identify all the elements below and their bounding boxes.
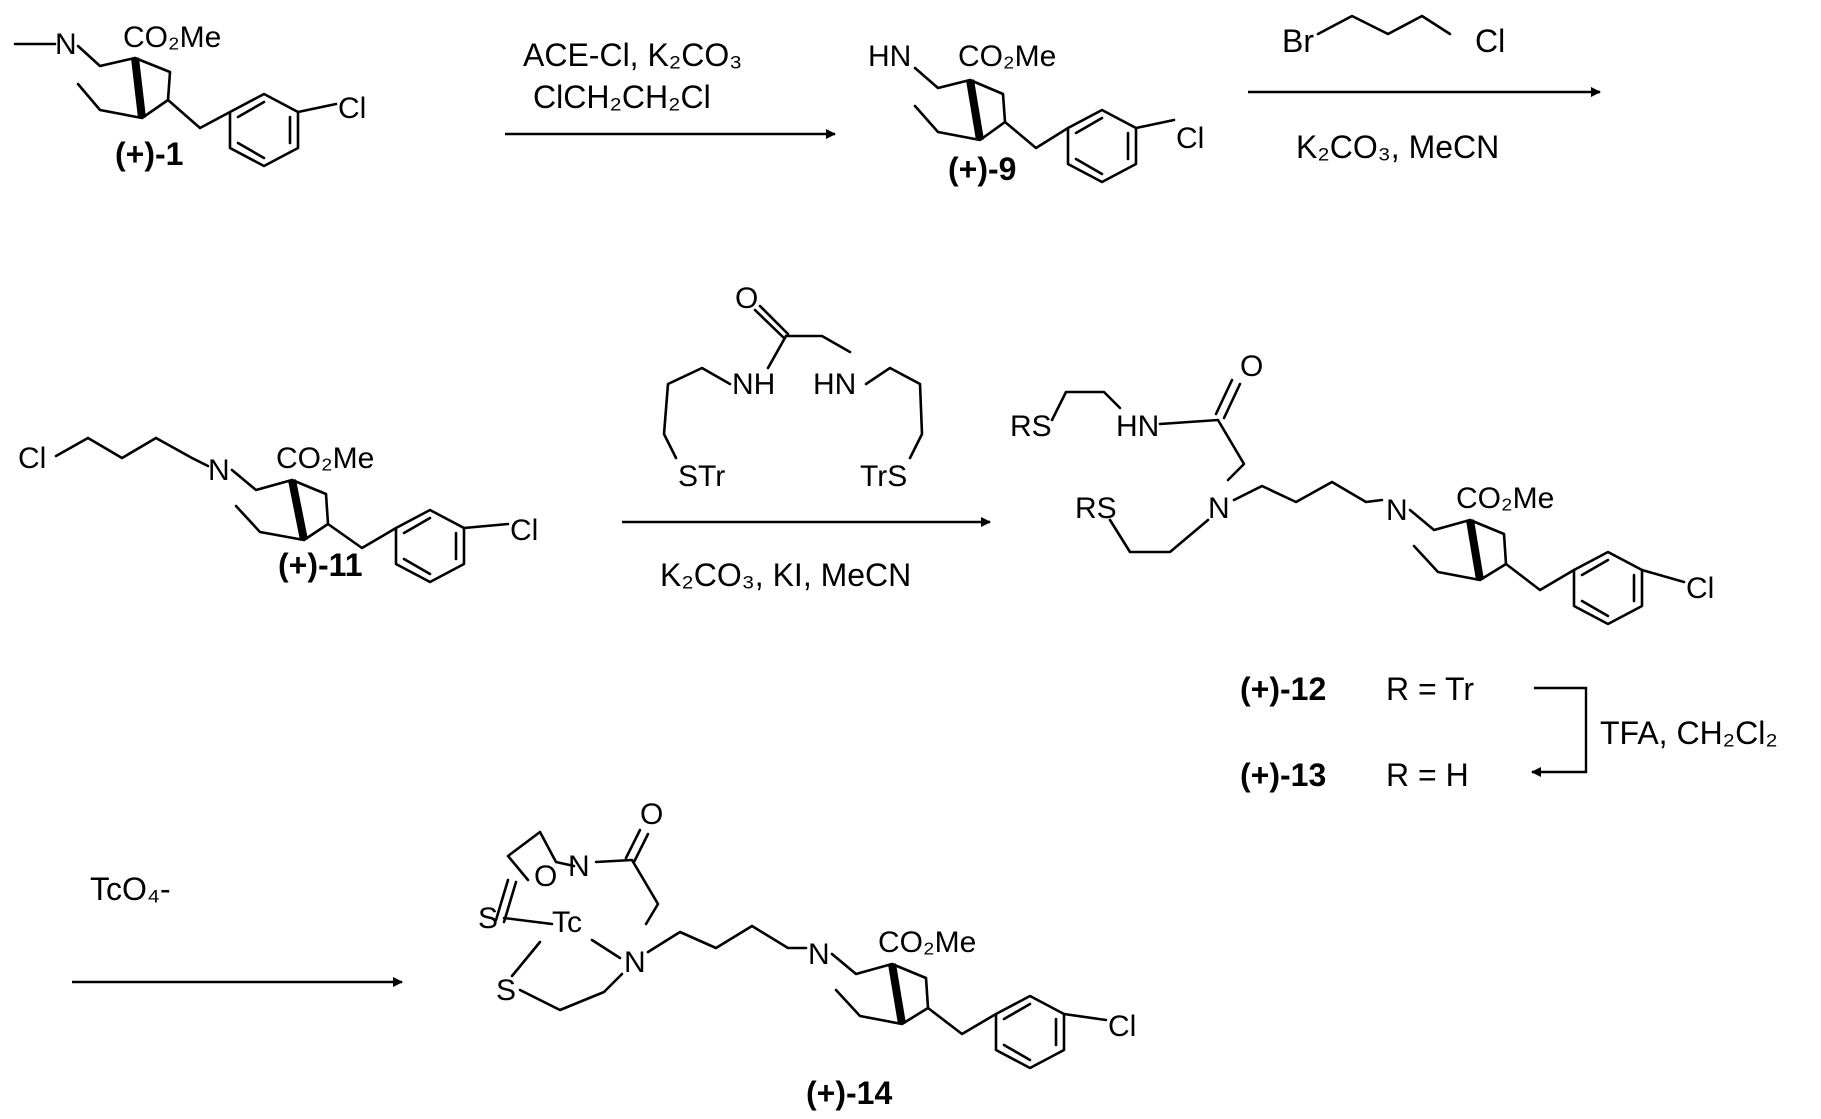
atom-cl: Cl bbox=[338, 92, 366, 125]
atom-n: N bbox=[208, 454, 230, 487]
atom-n: N bbox=[808, 938, 830, 971]
atom-cl: Cl bbox=[1686, 572, 1714, 605]
step2-cl: Cl bbox=[1475, 23, 1505, 59]
atom-o: O bbox=[640, 798, 663, 831]
atom-co2me: CO₂Me bbox=[276, 442, 374, 475]
reagent-nh: NH bbox=[732, 368, 775, 401]
atom-s: S bbox=[478, 902, 498, 935]
step3-conditions: K₂CO₃, KI, MeCN bbox=[660, 557, 911, 593]
step1: ACE-Cl, K₂CO₃ ClCH₂CH₂Cl bbox=[505, 37, 835, 134]
atom-rs: RS bbox=[1010, 410, 1052, 443]
atom-co2me: CO₂Me bbox=[123, 21, 221, 54]
atom-cl: Cl bbox=[1108, 1010, 1136, 1043]
atom-co2me: CO₂Me bbox=[958, 40, 1056, 73]
compound-12-label: (+)-12 bbox=[1240, 671, 1326, 707]
step2-conditions: K₂CO₃, MeCN bbox=[1296, 129, 1499, 165]
compound-13-r: R = H bbox=[1386, 757, 1469, 793]
reagent-trs: TrS bbox=[860, 460, 907, 493]
atom-co2me: CO₂Me bbox=[1456, 482, 1554, 515]
atom-hn: HN bbox=[868, 40, 911, 73]
compound-9: HN CO₂Me Cl (+)-9 bbox=[868, 40, 1204, 187]
compound-11-label: (+)-11 bbox=[278, 547, 362, 583]
reagent-hn: HN bbox=[813, 368, 856, 401]
atom-tc: Tc bbox=[552, 906, 582, 939]
atom-n: N bbox=[1208, 492, 1230, 525]
compound-12-r: R = Tr bbox=[1386, 671, 1474, 707]
compound-1: N CO₂Me Cl (+)-1 bbox=[15, 21, 366, 172]
step3: O NH HN STr TrS K₂CO₃, KI, MeCN bbox=[622, 282, 990, 593]
step5: TcO₄- bbox=[72, 871, 402, 982]
atom-co2me: CO₂Me bbox=[878, 926, 976, 959]
atom-n: N bbox=[568, 850, 590, 883]
atom-o: O bbox=[1240, 350, 1263, 383]
compound-9-label: (+)-9 bbox=[948, 151, 1016, 187]
step2: Br Cl K₂CO₃, MeCN bbox=[1248, 16, 1600, 165]
step2-br: Br bbox=[1282, 23, 1314, 59]
step4: TFA, CH₂Cl₂ bbox=[1532, 688, 1778, 772]
atom-cl: Cl bbox=[18, 442, 46, 475]
atom-n: N bbox=[55, 28, 77, 61]
atom-o: O bbox=[534, 860, 557, 893]
atom-s: S bbox=[496, 974, 516, 1007]
step4-conditions: TFA, CH₂Cl₂ bbox=[1600, 715, 1778, 751]
atom-n: N bbox=[1386, 494, 1408, 527]
compound-1-label: (+)-1 bbox=[115, 136, 183, 172]
step5-reagent: TcO₄- bbox=[90, 871, 171, 907]
step1-solvent: ClCH₂CH₂Cl bbox=[533, 79, 711, 115]
compound-13-label: (+)-13 bbox=[1240, 757, 1326, 793]
reagent-str: STr bbox=[678, 460, 725, 493]
compound-14: O N O S Tc S N N CO₂Me Cl (+)-14 bbox=[478, 798, 1136, 1111]
atom-cl: Cl bbox=[510, 514, 538, 547]
compound-14-label: (+)-14 bbox=[806, 1075, 892, 1111]
step1-reagents: ACE-Cl, K₂CO₃ bbox=[523, 37, 742, 73]
atom-hn: HN bbox=[1116, 410, 1159, 443]
step4-arrow bbox=[1532, 688, 1586, 772]
atom-n: N bbox=[624, 946, 646, 979]
compound-11: Cl N CO₂Me Cl (+)-11 bbox=[18, 438, 538, 583]
atom-cl: Cl bbox=[1176, 122, 1204, 155]
